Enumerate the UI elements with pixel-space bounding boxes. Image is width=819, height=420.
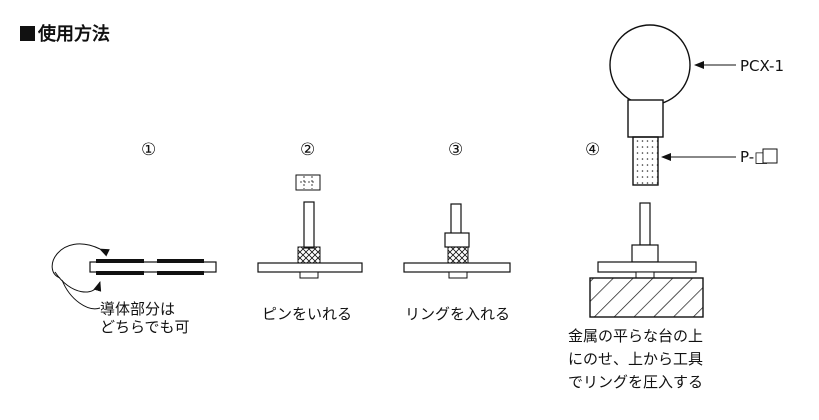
pin-knurl [447, 246, 469, 264]
step-2-caption: ピンをいれる [262, 305, 353, 323]
pin-shaft [639, 202, 651, 246]
ring-on-pin [444, 232, 470, 248]
tool-tip [632, 136, 659, 186]
conductor-top-left [96, 259, 144, 263]
step-1-figure [51, 243, 217, 310]
arrow-to-bottom-conductor [54, 271, 102, 293]
pin-tail [635, 271, 655, 279]
conductor-top-right [157, 259, 204, 263]
step-3-caption: リングを入れる [405, 305, 511, 323]
pcb-board [597, 261, 697, 273]
conductor-bottom-right [157, 271, 204, 275]
pin-shaft [450, 203, 462, 235]
conductor-bottom-left [96, 271, 144, 275]
step-2-figure [257, 174, 363, 279]
part-label-box [762, 148, 778, 164]
step-4-number: ④ [585, 140, 601, 160]
pin-knurl [297, 246, 321, 264]
step-1-number: ① [141, 140, 157, 160]
part-label: P-□ [740, 148, 769, 166]
pressed-ring [631, 244, 659, 263]
pcb-board [257, 262, 363, 273]
square-bullet-icon [20, 26, 35, 41]
step-3-number: ③ [448, 140, 464, 160]
pcb-board [89, 261, 217, 273]
pin-shaft [303, 201, 315, 249]
step-2-number: ② [300, 140, 316, 160]
pin-tail [448, 271, 468, 279]
step-3-figure [403, 203, 511, 279]
pin-tail [299, 271, 319, 279]
step-4-figure [589, 24, 778, 318]
step-4-caption: 金属の平らな台の上 にのせ、上から工具 でリングを圧入する [568, 327, 704, 391]
arrow-to-top-conductor [51, 243, 110, 279]
step-1-caption: 導体部分は どちらでも可 [100, 300, 190, 336]
section-title: 使用方法 [20, 20, 110, 46]
tool-neck [627, 99, 664, 138]
ring-part [295, 174, 321, 191]
pcb-board [403, 262, 511, 273]
tool-label: PCX-1 [740, 57, 785, 75]
metal-base [589, 277, 704, 318]
tool-handle [609, 24, 691, 106]
section-title-text: 使用方法 [38, 24, 110, 45]
arrow-curve-bottom [61, 279, 101, 310]
